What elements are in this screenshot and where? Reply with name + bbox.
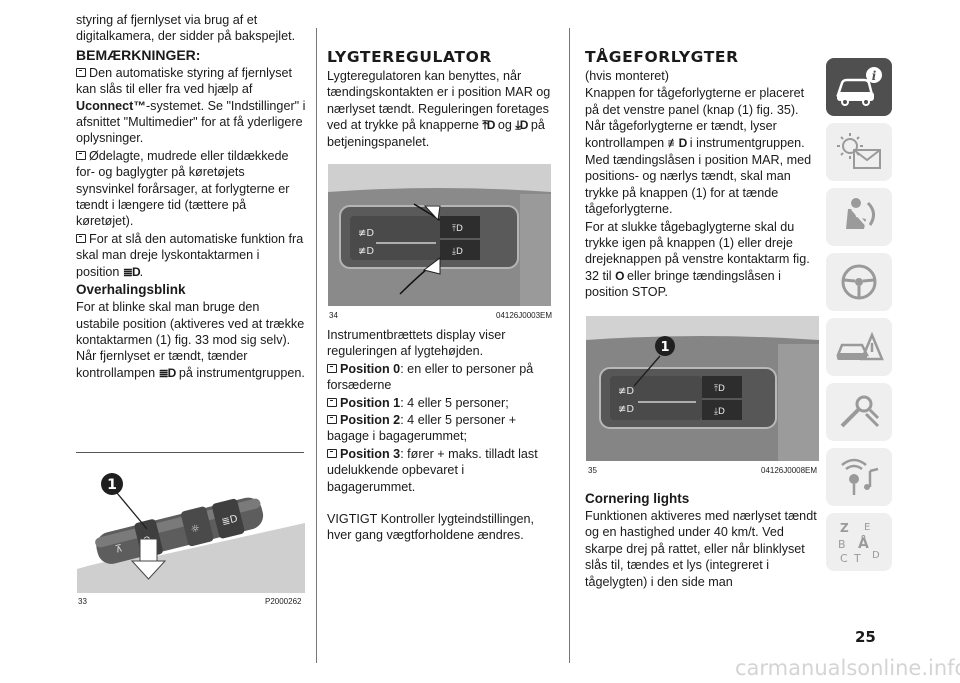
svg-text:≢D: ≢D <box>358 228 374 239</box>
bullet-icon <box>327 448 337 458</box>
fog-lights-subtitle: (hvis monteret) <box>585 69 669 83</box>
figure-34-leveller-panel: ≢D ≢D ⤒D ⤓D <box>327 163 551 306</box>
tab-seat-safety[interactable] <box>826 188 892 246</box>
fig35-code: 04126J0008EM <box>761 466 818 475</box>
bullet-icon <box>327 415 337 425</box>
bullet-icon <box>76 67 86 77</box>
fig34-number: 34 <box>329 311 338 320</box>
service-icon <box>840 395 880 428</box>
fog-lights-text-1: Knappen for tågeforlygterne er placeret … <box>585 86 805 150</box>
note-bullet-3: For at slå den automatiske funktion fra … <box>76 231 304 279</box>
leveller-panel-illustration: ≢D ≢D ⤒D ⤓D <box>328 164 551 306</box>
fog-light-icon: ≢D <box>667 135 688 150</box>
fog-lights-title: TÅGEFORLYGTER <box>585 48 739 66</box>
tab-car-info[interactable]: i <box>826 58 892 116</box>
svg-text:⊼: ⊼ <box>114 543 124 555</box>
tab-multimedia[interactable] <box>826 448 892 506</box>
callout-1-circle <box>655 336 675 356</box>
note-bullet-1: Den automatiske styring af fjernlyset ka… <box>76 65 306 146</box>
cornering-lights-text: Funktionen aktiveres med nærlyset tændt … <box>585 509 817 589</box>
off-position-icon: O <box>615 268 624 283</box>
steering-wheel-icon <box>841 264 877 300</box>
bullet-icon <box>76 150 86 160</box>
car-info-icon: i <box>836 67 882 106</box>
light-stalk-illustration: ⊼ O ☼ ≣D 1 <box>77 461 305 593</box>
svg-text:⤓D: ⤓D <box>452 247 463 257</box>
svg-text:D: D <box>872 550 880 561</box>
figure-33-stalk: ⊼ O ☼ ≣D 1 <box>76 460 305 593</box>
position-3: Position 3: fører + maks. tilladt last u… <box>327 446 538 494</box>
chapter-tabs: i <box>826 58 892 578</box>
overtaking-flash-text: For at blinke skal man bruge den ustabil… <box>76 300 305 380</box>
column-3: TÅGEFORLYGTER (hvis monteret) Knappen fo… <box>585 12 820 302</box>
svg-text:☼: ☼ <box>190 523 201 536</box>
watermark: carmanualsonline.info <box>735 656 960 680</box>
bullet-icon <box>327 397 337 407</box>
fig35-number: 35 <box>588 466 597 475</box>
fog-panel-illustration: ≢D ≢D ⤒D ⤓D 1 <box>586 316 819 461</box>
bullet-icon <box>327 363 337 373</box>
tab-breakdown[interactable] <box>826 318 892 376</box>
bullet-icon <box>76 233 86 243</box>
breakdown-icon <box>836 331 884 361</box>
intro-text: styring af fjernlyset via brug af et dig… <box>76 13 296 44</box>
column-1: styring af fjernlyset via brug af et dig… <box>76 12 306 382</box>
fog-lights-text-2: Med tændingslåsen i position MAR, med po… <box>585 153 812 217</box>
svg-text:⤒D: ⤒D <box>452 224 463 234</box>
index-icon: Z E B Å D C T <box>838 521 880 564</box>
position-0: Position 0: en eller to personer på fors… <box>327 361 534 393</box>
svg-text:Å: Å <box>858 535 869 552</box>
svg-text:C: C <box>840 552 848 564</box>
tab-warning-lights[interactable] <box>826 123 892 181</box>
position-2: Position 2: 4 eller 5 personer + bagage … <box>327 413 517 444</box>
svg-text:⤒D: ⤒D <box>714 384 725 394</box>
notes-heading: BEMÆRKNINGER: <box>76 46 201 63</box>
warning-text: VIGTIGT Kontroller lygteindstillingen, h… <box>327 512 534 543</box>
fig33-code: P2000262 <box>265 597 302 606</box>
fig34-code: 04126J0003EM <box>496 311 553 320</box>
beam-down-icon: ⤓D <box>515 118 528 133</box>
fog-lights-text-3: For at slukke tågebaglygterne skal du tr… <box>585 219 810 300</box>
overtaking-flash-heading: Overhalingsblink <box>76 282 186 298</box>
svg-text:≢D: ≢D <box>618 404 634 415</box>
figure-35-fog-panel: ≢D ≢D ⤒D ⤓D 1 <box>585 315 819 461</box>
seat-safety-icon <box>846 198 875 229</box>
column-3-lower: Cornering lights Funktionen aktiveres me… <box>585 490 820 591</box>
callout-1-circle <box>101 473 123 495</box>
cornering-lights-heading: Cornering lights <box>585 491 690 506</box>
svg-text:T: T <box>853 552 861 564</box>
note-bullet-2: Ødelagte, mudrede eller tildækkede for- … <box>76 148 290 229</box>
svg-text:B: B <box>838 538 846 551</box>
callout-1-label: 1 <box>107 477 117 493</box>
svg-text:≢D: ≢D <box>358 246 374 257</box>
tab-index[interactable]: Z E B Å D C T <box>826 513 892 571</box>
uconnect-brand: Uconnect™ <box>76 98 146 113</box>
svg-text:⤓D: ⤓D <box>714 407 725 417</box>
svg-text:≢D: ≢D <box>618 386 634 397</box>
svg-text:Z: Z <box>840 521 849 535</box>
tab-service[interactable] <box>826 383 892 441</box>
headlight-leveller-title: LYGTEREGULATOR <box>327 48 492 66</box>
multimedia-icon <box>841 458 879 495</box>
display-text: Instrumentbrættets display viser reguler… <box>327 328 506 359</box>
column-separator <box>316 28 317 663</box>
column-separator <box>569 28 570 663</box>
page-number: 25 <box>855 628 876 646</box>
beam-up-icon: ⤒D <box>482 118 495 133</box>
svg-text:E: E <box>864 522 870 533</box>
high-beam-icon: ≣D <box>158 365 177 380</box>
fig33-number: 33 <box>78 597 87 606</box>
svg-text:i: i <box>872 69 877 83</box>
column-2: LYGTEREGULATOR Lygteregulatoren kan beny… <box>327 12 552 151</box>
headlight-leveller-text: Lygteregulatoren kan benyttes, når tændi… <box>327 69 551 149</box>
tab-steering[interactable] <box>826 253 892 311</box>
column-2-lower: Instrumentbrættets display viser reguler… <box>327 327 552 545</box>
svg-text:≣D: ≣D <box>221 513 240 528</box>
callout-1-label: 1 <box>660 340 669 355</box>
high-beam-icon: ≣D <box>122 264 141 279</box>
divider <box>76 452 304 453</box>
warning-lights-icon <box>837 133 881 169</box>
position-1: Position 1: 4 eller 5 personer; <box>327 395 552 411</box>
